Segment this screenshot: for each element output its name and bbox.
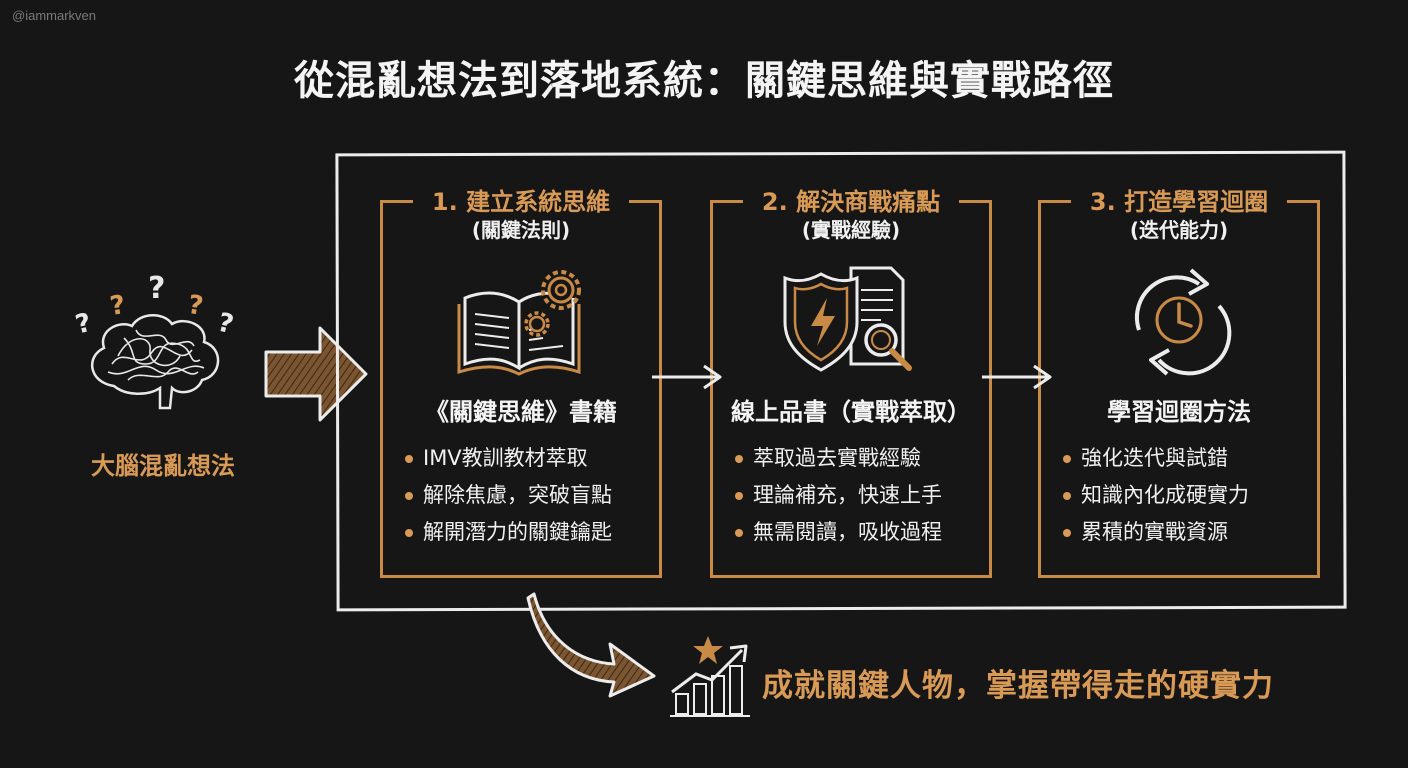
bullet-dot-icon [735, 528, 743, 537]
big-arrow [262, 322, 372, 426]
bullet-dot-icon [735, 491, 743, 500]
bullet-dot-icon [405, 491, 413, 500]
page-title: 從混亂想法到落地系統：關鍵思維與實戰路徑 [294, 58, 1114, 104]
question-mark: ? [73, 308, 95, 341]
question-mark: ? [148, 271, 165, 306]
growth-chart-icon [668, 632, 752, 718]
bullet-list: IMV教訓教材萃取 解除焦慮，突破盲點 解開潛力的關鍵鑰匙 [405, 440, 651, 551]
list-item: 理論補充，快速上手 [735, 477, 981, 514]
step-card-3: 3. 打造學習迴圈 (迭代能力) 學習迴圈方法 強化迭代與試錯 知識內化成硬實力… [1038, 188, 1320, 578]
watermark: @iammarkven [12, 8, 96, 23]
bullet-list: 強化迭代與試錯 知識內化成硬實力 累積的實戰資源 [1063, 440, 1309, 551]
brain-icon: ? ? ? ? ? [68, 268, 248, 428]
bullet-dot-icon [405, 528, 413, 537]
bullet-list: 萃取過去實戰經驗 理論補充，快速上手 無需閱讀，吸收過程 [735, 440, 981, 551]
step-title: 1. 建立系統思維 [431, 188, 611, 216]
step-subtitle: (實戰經驗) [801, 218, 901, 242]
bullet-dot-icon [1063, 491, 1071, 500]
list-item: 解開潛力的關鍵鑰匙 [405, 514, 651, 551]
step-card-2: 2. 解決商戰痛點 (實戰經驗) 線上品書（實戰萃取） 萃取過去實戰經驗 理論補… [710, 188, 992, 578]
question-mark: ? [108, 290, 127, 322]
book-gear-icon [451, 260, 591, 380]
question-mark: ? [215, 308, 237, 341]
card-heading: 《關鍵思維》書籍 [425, 398, 617, 426]
arrow-right-icon [650, 362, 726, 392]
bullet-dot-icon [735, 454, 743, 463]
list-item: IMV教訓教材萃取 [405, 440, 651, 477]
result-text: 成就關鍵人物，掌握帶得走的硬實力 [762, 668, 1274, 704]
question-mark: ? [186, 290, 205, 322]
bullet-dot-icon [1063, 454, 1071, 463]
step-title: 3. 打造學習迴圈 [1089, 188, 1269, 216]
step-subtitle: (關鍵法則) [471, 218, 571, 242]
list-item: 累積的實戰資源 [1063, 514, 1309, 551]
bullet-dot-icon [1063, 528, 1071, 537]
step-card-1: 1. 建立系統思維 (關鍵法則) 《關鍵思維》書籍 IMV教訓教材萃取 解除焦慮… [380, 188, 662, 578]
step-subtitle: (迭代能力) [1129, 218, 1229, 242]
list-item: 強化迭代與試錯 [1063, 440, 1309, 477]
card-heading: 線上品書（實戰萃取） [731, 398, 971, 426]
arrow-right-icon [980, 362, 1056, 392]
step-title: 2. 解決商戰痛點 [761, 188, 941, 216]
shield-document-icon [781, 260, 921, 380]
list-item: 知識內化成硬實力 [1063, 477, 1309, 514]
cycle-clock-icon [1109, 260, 1249, 380]
brain-label: 大腦混亂想法 [91, 452, 235, 480]
list-item: 萃取過去實戰經驗 [735, 440, 981, 477]
curved-arrow-icon [524, 590, 664, 700]
list-item: 無需閱讀，吸收過程 [735, 514, 981, 551]
bullet-dot-icon [405, 454, 413, 463]
card-heading: 學習迴圈方法 [1107, 398, 1251, 426]
list-item: 解除焦慮，突破盲點 [405, 477, 651, 514]
